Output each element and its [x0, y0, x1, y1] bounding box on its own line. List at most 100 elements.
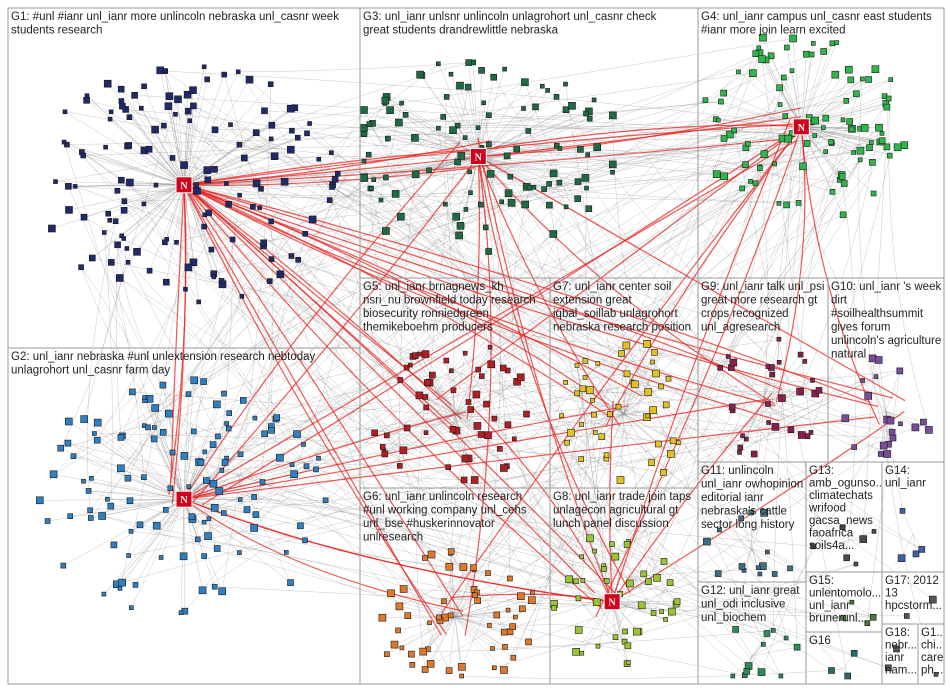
group-label-line: chi... — [921, 640, 945, 652]
node — [506, 608, 510, 612]
group-label-line: G9: unl_ianr talk unl_psi — [701, 281, 824, 293]
node — [288, 580, 294, 586]
node — [575, 196, 581, 202]
node — [596, 644, 600, 648]
group-label-line: unl_odi inclusive — [701, 599, 785, 611]
node — [410, 662, 415, 667]
node — [317, 456, 321, 460]
node — [661, 469, 667, 475]
group-label-g17: G17: 201213hpcstorm... — [885, 575, 942, 612]
group-label-line: brunerunl... — [809, 613, 867, 625]
node — [569, 102, 576, 109]
node — [205, 77, 210, 82]
group-label-line: unl_bse #huskerinnovator — [363, 518, 495, 530]
node — [379, 198, 383, 202]
node — [500, 465, 507, 472]
node — [865, 392, 872, 399]
node — [653, 370, 660, 377]
node — [482, 101, 486, 105]
hub-logo-icon: N — [604, 594, 620, 610]
node — [335, 171, 340, 176]
node — [586, 153, 590, 157]
group-label-line: G1... — [921, 627, 946, 639]
node — [436, 62, 440, 66]
node — [788, 566, 793, 571]
group-label-line: nebraska research position — [553, 322, 691, 334]
hub-logo-glyph: N — [609, 598, 617, 609]
node — [284, 550, 288, 554]
node — [274, 415, 280, 421]
node — [108, 117, 112, 121]
node — [913, 551, 919, 557]
node — [487, 623, 491, 627]
group-label-line: gives forum — [831, 322, 890, 334]
node — [824, 150, 828, 154]
node — [222, 391, 227, 396]
node — [870, 614, 876, 620]
group-label-line: unl_ianr — [885, 478, 926, 490]
node — [224, 182, 228, 186]
node — [880, 442, 887, 449]
node — [436, 126, 440, 130]
node — [897, 368, 903, 374]
node — [190, 87, 197, 94]
node — [738, 450, 742, 454]
node — [580, 555, 584, 559]
node — [397, 463, 402, 468]
node — [866, 77, 872, 83]
node — [238, 498, 242, 502]
node — [305, 131, 310, 136]
node — [659, 384, 664, 389]
node — [202, 224, 207, 229]
node — [886, 96, 891, 101]
node — [240, 397, 246, 403]
node — [816, 387, 822, 393]
node — [417, 352, 421, 356]
node — [713, 171, 720, 178]
node — [798, 432, 805, 439]
node — [118, 177, 124, 183]
node — [197, 300, 201, 304]
node — [139, 106, 143, 110]
node — [733, 626, 739, 632]
node — [821, 126, 825, 130]
node — [429, 372, 435, 378]
node — [651, 360, 655, 364]
node — [181, 452, 188, 459]
node — [609, 542, 614, 547]
group-label-line: great more research gt — [701, 295, 818, 307]
node — [129, 389, 135, 395]
node — [840, 212, 846, 218]
node — [505, 190, 512, 197]
group-label-line: great students drandrewlittle nebraska — [363, 25, 559, 37]
node — [289, 128, 294, 133]
node — [861, 124, 868, 131]
node — [202, 65, 206, 69]
group-label-line: unl_agresearch — [701, 322, 780, 334]
node — [646, 414, 650, 418]
node — [428, 621, 432, 625]
node — [277, 271, 284, 278]
node — [226, 201, 232, 207]
node — [424, 380, 430, 386]
node — [152, 405, 159, 412]
node — [839, 174, 845, 180]
node — [108, 503, 114, 509]
group-label-line: unl_biochem — [701, 612, 766, 624]
node — [783, 114, 788, 119]
node — [210, 480, 217, 487]
node — [446, 563, 453, 570]
node — [646, 579, 652, 585]
node — [287, 146, 294, 153]
node — [564, 380, 568, 384]
edge — [118, 245, 194, 432]
node — [546, 88, 550, 92]
node — [443, 202, 447, 206]
node — [592, 98, 596, 102]
node — [220, 469, 224, 473]
node — [215, 434, 220, 439]
group-label-line: hpcstorm... — [885, 600, 942, 612]
group-label-line: G1: #unl #ianr unl_ianr more unlincoln n… — [11, 11, 339, 23]
node — [367, 122, 372, 127]
node — [485, 432, 492, 439]
